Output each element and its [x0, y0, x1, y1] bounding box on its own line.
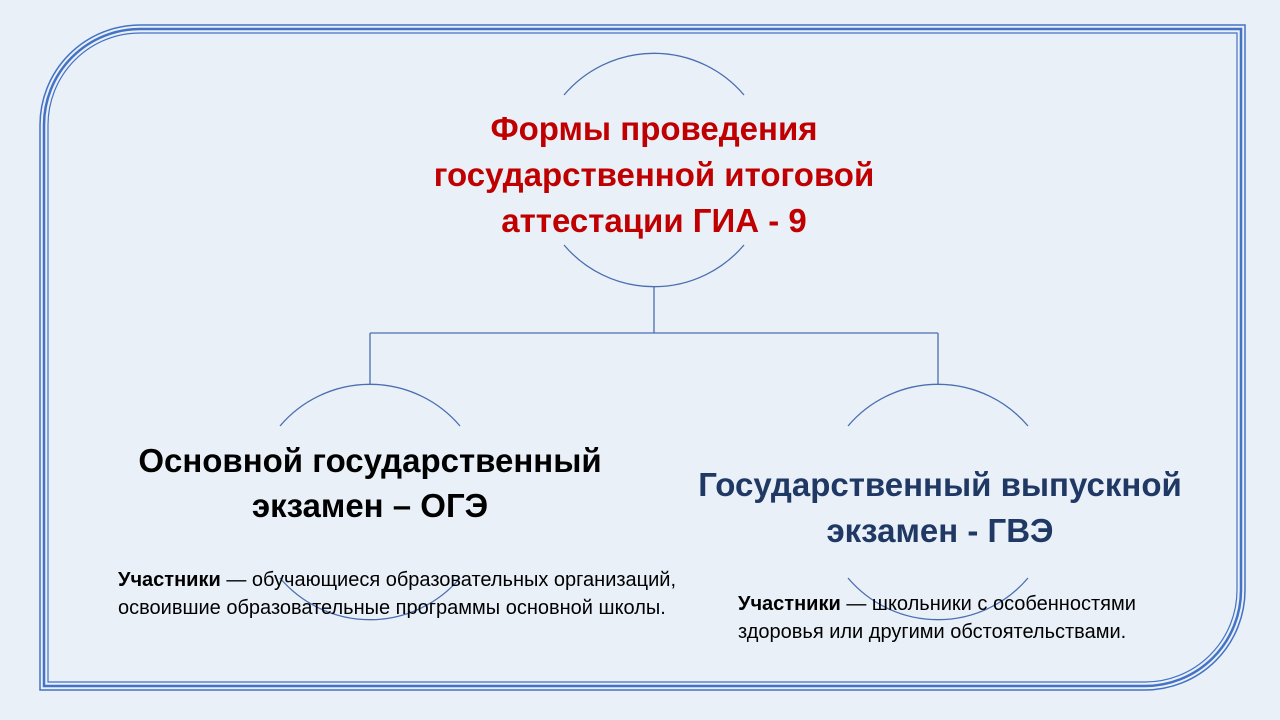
oge-participants-label: Участники [118, 569, 221, 591]
diagram-title: Формы проведения государственной итогово… [433, 110, 875, 239]
left-circle-arc-top [279, 383, 461, 427]
gve-heading: Государственный выпускной экзамен - ГВЭ [698, 466, 1182, 549]
right-circle-arc-top [847, 383, 1029, 427]
oge-heading: Основной государственный экзамен – ОГЭ [138, 442, 602, 524]
gve-description: Участники — школьники с особенностями зд… [738, 590, 1198, 646]
left-circle-arc-bottom [279, 577, 461, 621]
oge-description: Участники — обучающиеся образовательных … [118, 566, 698, 622]
connector-lines [369, 287, 939, 384]
slide-frame [39, 24, 1246, 691]
top-circle-arc-top [563, 52, 745, 96]
right-circle-arc-bottom [847, 577, 1029, 621]
top-circle-arc-bottom [563, 244, 745, 288]
oge-participants-text: — обучающиеся образовательных организаци… [118, 569, 677, 619]
gve-participants-text: — школьники с особенностями здоровья или… [738, 593, 1136, 643]
gve-participants-label: Участники [738, 593, 841, 615]
